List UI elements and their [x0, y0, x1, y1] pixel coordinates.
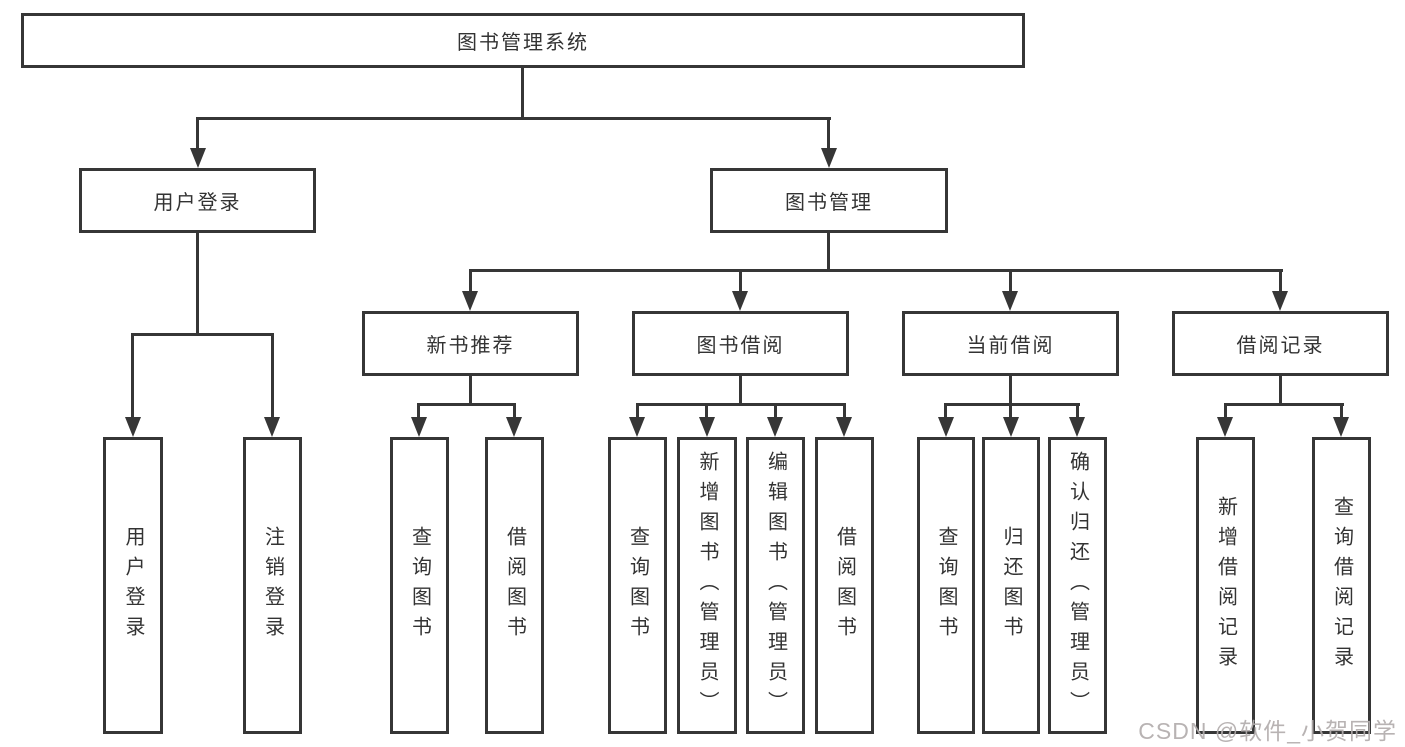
connector-vline	[705, 403, 708, 419]
node-book-management: 图书管理	[710, 168, 948, 233]
leaf-add-book-admin: 新增图书（管理员）	[677, 437, 737, 734]
connector-vline	[774, 403, 777, 419]
arrow-down-icon	[938, 417, 954, 437]
arrow-down-icon	[1333, 417, 1349, 437]
node-user-login: 用户登录	[79, 168, 316, 233]
connector-vline	[739, 376, 742, 405]
connector-vline	[513, 403, 516, 419]
connector-vline	[131, 333, 134, 419]
leaf-edit-book-admin: 编辑图书（管理员）	[746, 437, 805, 734]
connector-hline	[944, 403, 1080, 406]
leaf-borrow-books: 借阅图书	[815, 437, 874, 734]
connector-vline	[1076, 403, 1079, 419]
connector-vline	[1009, 269, 1012, 293]
connector-hline	[196, 117, 831, 120]
connector-hline	[469, 269, 1283, 272]
connector-vline	[739, 269, 742, 293]
node-new-book-recommend: 新书推荐	[362, 311, 579, 376]
arrow-down-icon	[1003, 417, 1019, 437]
node-library-system: 图书管理系统	[21, 13, 1025, 68]
connector-vline	[469, 376, 472, 405]
leaf-return-book: 归还图书	[982, 437, 1040, 734]
arrow-down-icon	[1217, 417, 1233, 437]
arrow-down-icon	[1069, 417, 1085, 437]
arrow-down-icon	[767, 417, 783, 437]
connector-vline	[521, 68, 524, 120]
arrow-down-icon	[836, 417, 852, 437]
arrow-down-icon	[699, 417, 715, 437]
node-current-borrow: 当前借阅	[902, 311, 1119, 376]
csdn-watermark: CSDN @软件_小贺同学	[1138, 718, 1397, 744]
connector-vline	[1279, 269, 1282, 293]
connector-vline	[636, 403, 639, 419]
arrow-down-icon	[1002, 291, 1018, 311]
arrow-down-icon	[462, 291, 478, 311]
node-borrow-records: 借阅记录	[1172, 311, 1389, 376]
node-book-borrow: 图书借阅	[632, 311, 849, 376]
arrow-down-icon	[264, 417, 280, 437]
leaf-query-books-current: 查询图书	[917, 437, 975, 734]
arrow-down-icon	[125, 417, 141, 437]
arrow-down-icon	[506, 417, 522, 437]
connector-vline	[1009, 403, 1012, 419]
connector-vline	[196, 233, 199, 336]
connector-vline	[196, 117, 199, 150]
connector-vline	[843, 403, 846, 419]
connector-vline	[271, 333, 274, 419]
leaf-logout: 注销登录	[243, 437, 302, 734]
connector-vline	[469, 269, 472, 293]
connector-vline	[944, 403, 947, 419]
leaf-query-borrow-record: 查询借阅记录	[1312, 437, 1371, 734]
arrow-down-icon	[411, 417, 427, 437]
arrow-down-icon	[732, 291, 748, 311]
leaf-borrow-books-recommend: 借阅图书	[485, 437, 544, 734]
connector-vline	[1340, 403, 1343, 419]
leaf-confirm-return-admin: 确认归还（管理员）	[1048, 437, 1107, 734]
leaf-add-borrow-record: 新增借阅记录	[1196, 437, 1255, 734]
connector-vline	[827, 117, 830, 150]
arrow-down-icon	[190, 148, 206, 168]
connector-hline	[636, 403, 846, 406]
arrow-down-icon	[629, 417, 645, 437]
connector-hline	[1224, 403, 1344, 406]
leaf-query-books-borrow: 查询图书	[608, 437, 667, 734]
connector-vline	[1009, 376, 1012, 405]
connector-hline	[131, 333, 274, 336]
connector-vline	[417, 403, 420, 419]
arrow-down-icon	[821, 148, 837, 168]
connector-vline	[1224, 403, 1227, 419]
connector-vline	[827, 233, 830, 272]
connector-hline	[417, 403, 516, 406]
leaf-query-books-recommend: 查询图书	[390, 437, 449, 734]
leaf-user-login: 用户登录	[103, 437, 163, 734]
arrow-down-icon	[1272, 291, 1288, 311]
connector-vline	[1279, 376, 1282, 405]
